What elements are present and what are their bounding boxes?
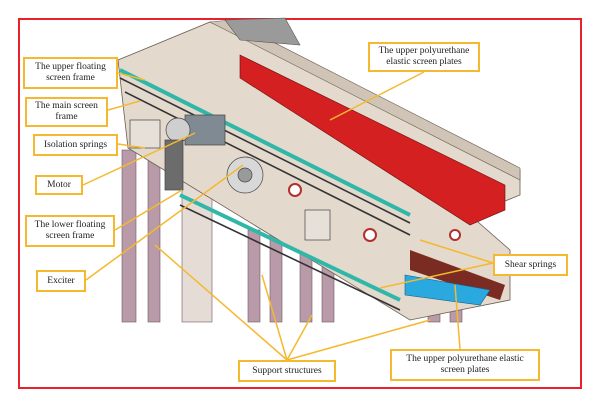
label-support-structures: Support structures xyxy=(238,360,336,382)
callout-arrows xyxy=(82,71,494,361)
label-upper-polyurethane-plates-bottom: The upper polyurethane elastic screen pl… xyxy=(390,349,540,381)
blue-screen-plates-lower xyxy=(404,274,491,306)
label-upper-polyurethane-plates-top: The upper polyurethane elastic screen pl… xyxy=(368,42,480,72)
support-legs xyxy=(121,149,463,323)
label-exciter: Exciter xyxy=(36,270,86,292)
label-main-screen-frame: The main screen frame xyxy=(25,97,108,127)
red-screen-plates-upper xyxy=(239,54,506,226)
label-isolation-springs: Isolation springs xyxy=(33,134,118,156)
diagram-border xyxy=(18,18,582,389)
motor-assembly xyxy=(129,114,331,241)
label-motor: Motor xyxy=(35,175,83,195)
label-upper-floating-screen-frame: The upper floating screen frame xyxy=(23,57,118,89)
label-shear-springs: Shear springs xyxy=(493,254,568,276)
label-lower-floating-screen-frame: The lower floating screen frame xyxy=(25,215,115,247)
